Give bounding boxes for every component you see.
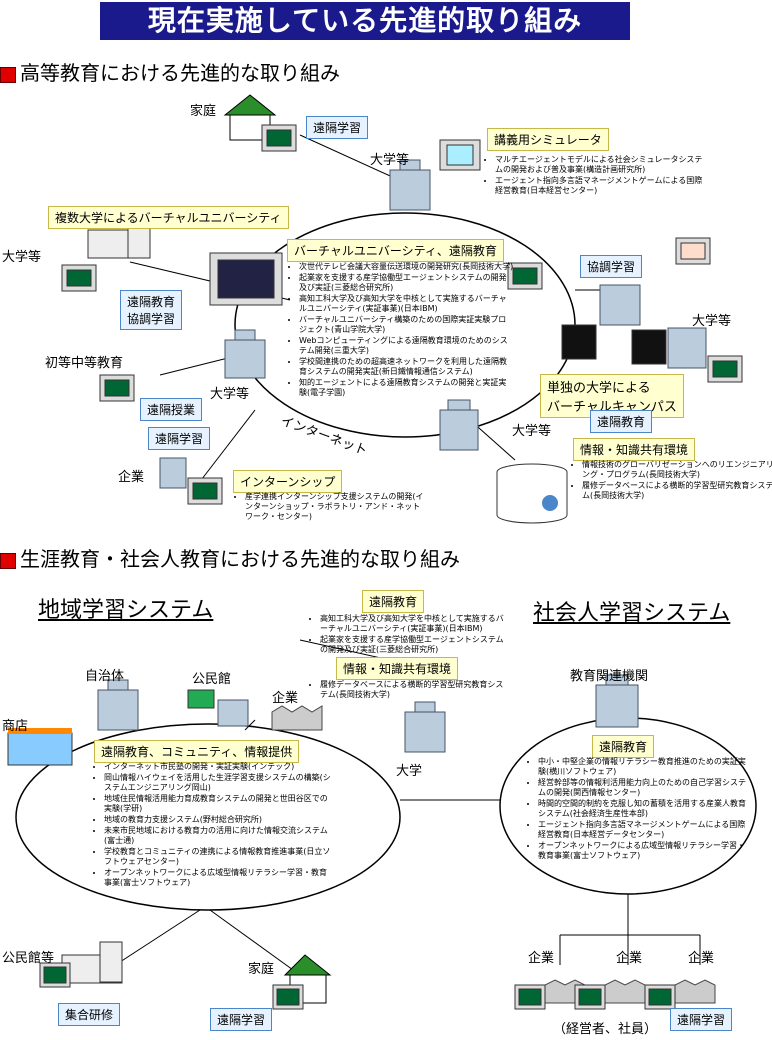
university-building-icon	[61, 941, 123, 984]
list-item: 経営幹部等の情報利活用能力向上のための自己学習システムの開発(関西情報センター)	[538, 778, 748, 798]
connector-line	[209, 909, 301, 976]
list-item: 学校間連携のための超高速ネットワークを利用した遠隔教育システムの開発実証(新日鐵…	[299, 357, 514, 377]
knowledge-share-title: 情報・知識共有環境	[573, 438, 696, 461]
tag-remote-collab: 遠隔教育 協調学習	[120, 290, 183, 330]
list-item: 履修データベースによる横断的学習型研究教育システム(長岡技術大学)	[320, 680, 505, 700]
connector-line	[299, 639, 391, 661]
regional-ellipse	[15, 723, 401, 911]
list-item: 時間的空間的制約を克服し知の蓄積を活用する産業人教育システム(社会経済生産性本部…	[538, 799, 748, 819]
label-community-hall-2: 公民館等	[2, 951, 55, 966]
computer-icon	[61, 124, 743, 505]
label-company: 企業	[272, 691, 299, 706]
list-item: 地域の教育力支援システム(野村総合研究所)	[104, 815, 334, 825]
red-square-icon	[0, 66, 16, 83]
list-item: 起業家を支援する産学協働型エージェントシステムの開発及び実証(三菱総合研究所)	[299, 273, 514, 293]
tag-remote-education: 遠隔教育	[590, 410, 653, 433]
tag-remote-class: 遠隔授業	[140, 398, 203, 421]
label-home: 家庭	[190, 104, 217, 119]
label-university-bottom: 大学等	[512, 424, 552, 439]
regional-list: インターネット市民塾の開発・実証実験(インテック)岡山情報ハイウェイを活用した生…	[92, 762, 334, 889]
center-list: 次世代テレビ会議大容量伝送環境の開発研究(長岡技術大学)起業家を支援する産学協働…	[287, 262, 514, 399]
label-home: 家庭	[248, 962, 275, 977]
list-item: オープンネットワークによる広域型情報リテラシー学習・教育事業(富士ソフトウェア)	[538, 841, 748, 861]
label-company-b: 企業	[616, 951, 643, 966]
section2-heading-text: 生涯教育・社会人教育における先進的な取り組み	[20, 547, 460, 571]
list-item: 産学連携インターンシップ支援システムの開発(インターンショップ・ラボラトリ・アン…	[245, 492, 425, 522]
list-item: 高知工科大学及び高知大学を中核として実施するバーチャルユニバーシティ(実証事業)…	[320, 614, 505, 634]
red-square-icon	[0, 552, 16, 569]
regional-tag: 遠隔教育、コミュニティ、情報提供	[94, 740, 300, 763]
tag-remote-learning: 遠隔学習	[210, 1008, 273, 1031]
label-university-mid: 大学等	[210, 387, 250, 402]
database-icon	[496, 463, 568, 524]
list-item: インターネット市民塾の開発・実証実験(インテック)	[104, 762, 334, 772]
tag-group-training: 集合研修	[58, 1003, 121, 1026]
list-item: マルチエージェントモデルによる社会シミュレータシステムの開発および普及事業(構造…	[495, 155, 710, 175]
corporate-list: 中小・中堅企業の情報リテラシー教育推進のための実証実験(横川ソフトウェア)経営幹…	[526, 757, 748, 862]
list-item: 岡山情報ハイウェイを活用した生涯学習支援システムの構築(システムエンジニアリング…	[104, 773, 334, 793]
building-icon	[159, 159, 707, 489]
label-company: 企業	[118, 470, 145, 485]
list-item: エージェント指向多言語マネージメントゲームによる国際経営教育(日本経営データセン…	[538, 820, 748, 840]
label-university: 大学等	[370, 153, 410, 168]
shop-icon	[7, 728, 73, 766]
list-item: オープンネットワークによる広域型情報リテラシー学習・教育事業(富士ソフトウェア)	[104, 868, 334, 888]
internship-title: インターンシップ	[233, 470, 343, 493]
mid-list-share: 履修データベースによる横断的学習型研究教育システム(長岡技術大学)	[308, 680, 505, 701]
list-item: 地域住民情報活用能力育成教育システムの開発と世田谷区での実験(学研)	[104, 794, 334, 814]
corporate-tag: 遠隔教育	[592, 735, 655, 758]
list-item: 履修データベースによる横断的学習型研究教育システム(長岡技術大学)	[582, 481, 772, 501]
label-company-c: 企業	[688, 951, 715, 966]
tag-collab-learning: 協調学習	[580, 255, 643, 278]
building-icon	[97, 674, 639, 753]
internship-list: 産学連携インターンシップ支援システムの開発(インターンショップ・ラボラトリ・アン…	[233, 492, 425, 523]
label-edu-org: 教育関連機関	[570, 669, 649, 684]
list-item: バーチャルユニバーシティ構築のための国際実証実験プロジェクト(青山学院大学)	[299, 315, 514, 335]
center-title: バーチャルユニバーシティ、遠隔教育	[287, 239, 504, 262]
regional-system-title: 地域学習システム	[38, 598, 214, 623]
list-item: 高知工科大学及び高知大学を中核として実施するバーチャルユニバーシティ(実証事業)…	[299, 294, 514, 314]
list-item: 中小・中堅企業の情報リテラシー教育推進のための実証実験(横川ソフトウェア)	[538, 757, 748, 777]
computer-icon	[39, 689, 676, 1010]
mid-list-remote: 高知工科大学及び高知大学を中核として実施するバーチャルユニバーシティ(実証事業)…	[308, 614, 505, 656]
connector-line	[194, 409, 256, 489]
label-shop: 商店	[2, 719, 29, 734]
university-building-icon	[87, 217, 151, 259]
list-item: 次世代テレビ会議大容量伝送環境の開発研究(長岡技術大学)	[299, 262, 514, 272]
mid-tag-remote: 遠隔教育	[362, 590, 425, 613]
list-item: 未来市民地域における教育力の活用に向けた情報交流システム(富士通)	[104, 826, 334, 846]
connector-line	[244, 719, 256, 731]
tag-remote-learning-2: 遠隔学習	[148, 427, 211, 450]
section2-heading: 生涯教育・社会人教育における先進的な取り組み	[0, 543, 460, 572]
list-item: Webコンピューティングによる遠隔教育環境のためのシステム開発(三重大学)	[299, 336, 514, 356]
simulator-list: マルチエージェントモデルによる社会シミュレータシステムの開発および普及事業(構造…	[483, 155, 710, 197]
label-k12: 初等中等教育	[45, 356, 124, 371]
list-item: 起業家を支援する産学協働型エージェントシステムの開発及び実証(三菱総合研究所)	[320, 635, 505, 655]
label-company-a: 企業	[528, 951, 555, 966]
label-community-hall: 公民館	[192, 672, 232, 687]
list-item: 知的エージェントによる遠隔教育システムの開発と実証実験(電子学園)	[299, 378, 514, 398]
tag-remote-learning: 遠隔学習	[306, 116, 369, 139]
knowledge-share-list: 情報技術のグローバリゼーションへのリエンジニアリング・プログラム(長岡技術大学)…	[570, 460, 772, 502]
mid-tag-share: 情報・知識共有環境	[336, 657, 459, 680]
section1-heading: 高等教育における先進的な取り組み	[0, 57, 340, 86]
page-title: 現在実施している先進的取り組み	[100, 2, 630, 40]
label-university-right: 大学等	[692, 314, 732, 329]
label-university: 大学	[396, 764, 423, 779]
label-university-left: 大学等	[2, 250, 42, 265]
multi-univ-title: 複数大学によるバーチャルユニバーシティ	[48, 206, 289, 229]
corporate-system-title: 社会人学習システム	[533, 601, 731, 626]
label-city: 自治体	[85, 669, 125, 684]
label-staff: （経営者、社員）	[553, 1022, 658, 1037]
tag-remote-learning-2: 遠隔学習	[670, 1008, 733, 1031]
section1-heading-text: 高等教育における先進的な取り組み	[20, 61, 340, 85]
list-item: 学校教育とコミュニティの連携による情報教育推進事業(日立ソフトウェアセンター)	[104, 847, 334, 867]
list-item: エージェント指向多言語マネージメントゲームによる国際経営教育(日本経営センター)	[495, 176, 710, 196]
list-item: 情報技術のグローバリゼーションへのリエンジニアリング・プログラム(長岡技術大学)	[582, 460, 772, 480]
simulator-title: 講義用シミュレータ	[487, 128, 609, 151]
